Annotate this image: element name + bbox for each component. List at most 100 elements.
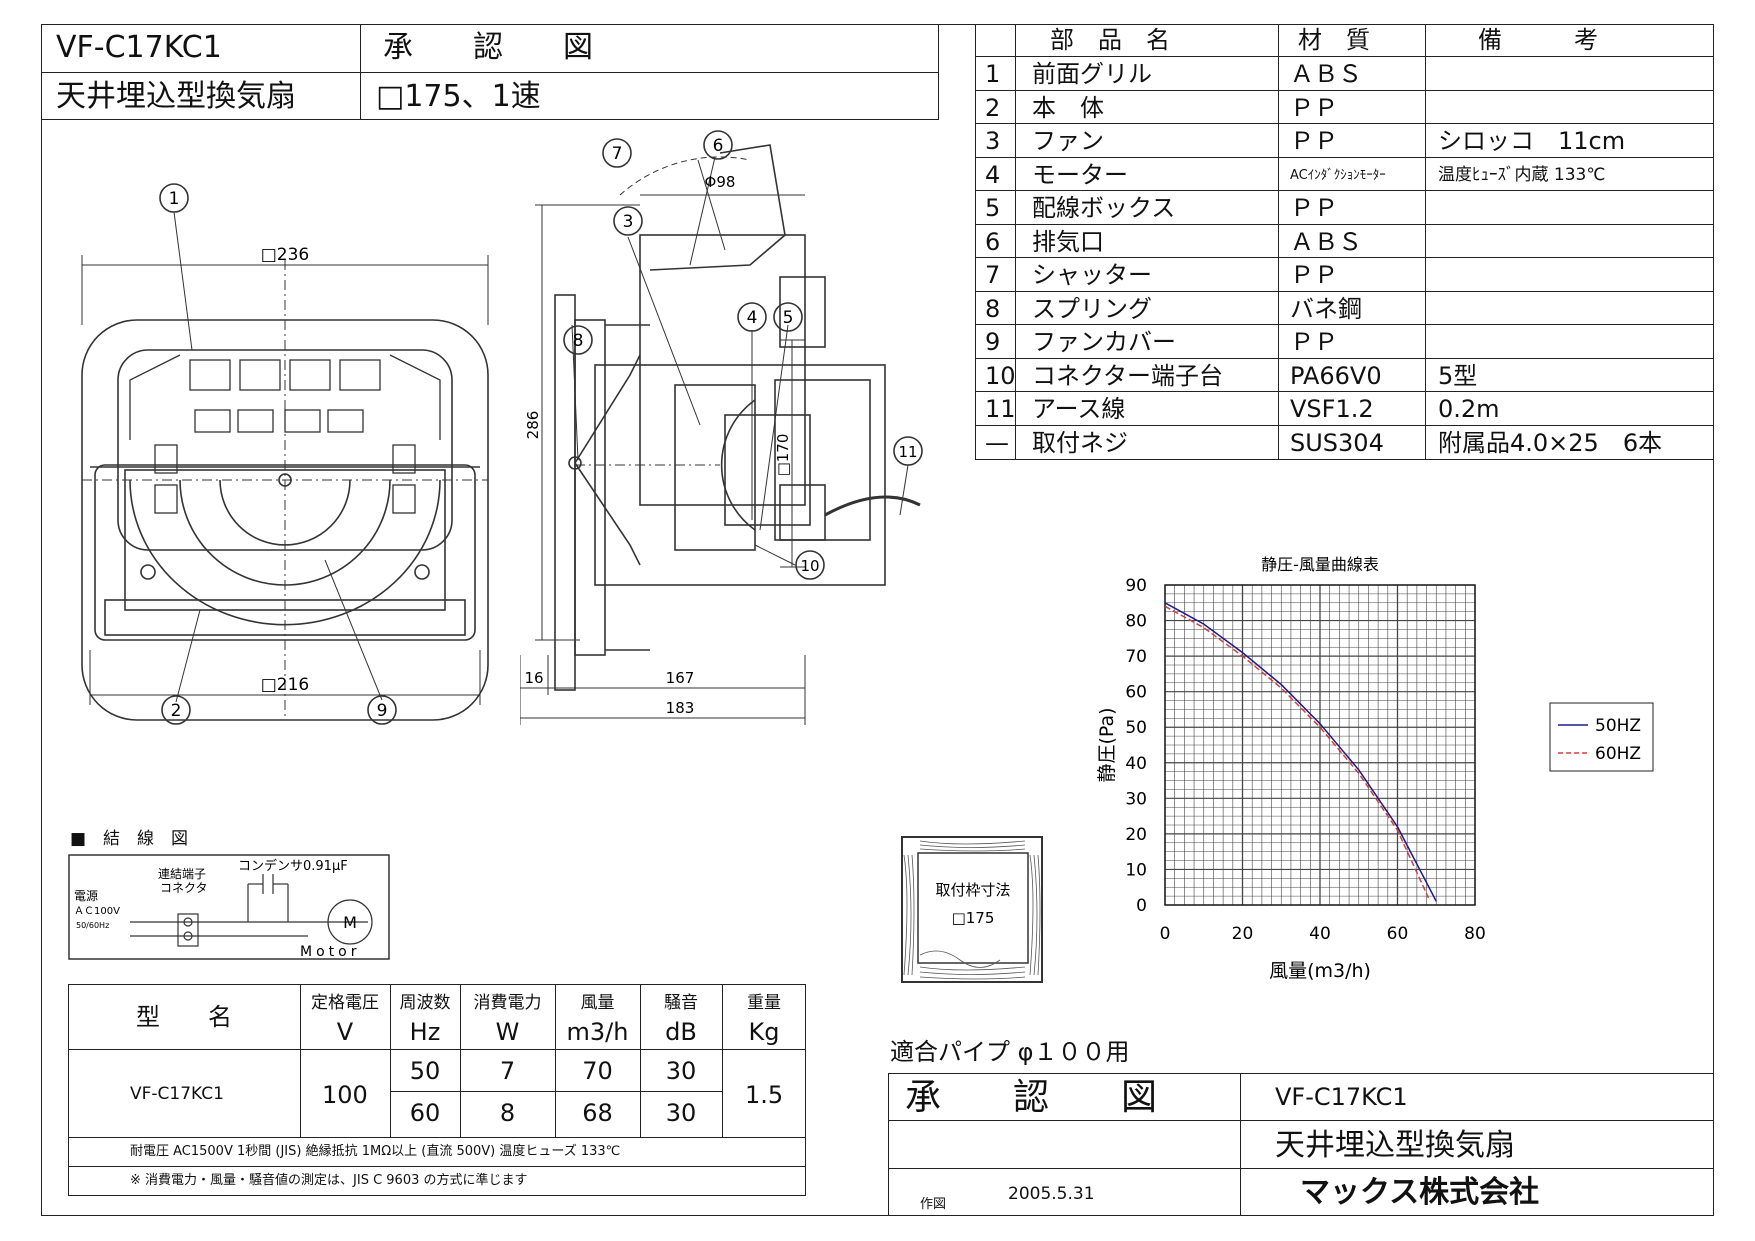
x-tick-label: 40 xyxy=(1309,924,1331,944)
parts-material: ＡＢＳ xyxy=(1290,60,1362,88)
parts-material: PA66V0 xyxy=(1290,361,1382,390)
power-label-2: ＡＣ100V xyxy=(74,906,120,917)
spec-header-unit-1: V xyxy=(336,1018,354,1046)
callout-1: 1 xyxy=(169,189,180,209)
title-product: 天井埋込型換気扇 xyxy=(56,79,296,114)
spec-cell-w: 8 xyxy=(499,1099,516,1127)
mount-frame-label: 取付枠寸法 xyxy=(935,881,1010,899)
y-tick-label: 20 xyxy=(1125,825,1147,845)
callout-7: 7 xyxy=(612,144,623,164)
parts-note: シロッコ 11cm xyxy=(1438,127,1626,155)
plot-area xyxy=(1164,584,1476,906)
x-tick-label: 0 xyxy=(1160,924,1171,944)
front-view-drawing: 1 2 9 □236 □216 xyxy=(81,183,489,725)
power-label-1: 電源 xyxy=(74,889,98,903)
spec-note-2: ※ 消費電力・風量・騒音値の測定は、JIS C 9603 の方式に準じます xyxy=(130,1173,528,1188)
parts-material: VSF1.2 xyxy=(1290,395,1374,423)
parts-name: コネクター端子台 xyxy=(1032,361,1224,390)
callout-9: 9 xyxy=(377,701,388,721)
spec-header-unit-3: W xyxy=(495,1018,520,1046)
footer-product: 天井埋込型換気扇 xyxy=(1275,1128,1515,1163)
y-tick-label: 30 xyxy=(1125,789,1147,809)
callout-11: 11 xyxy=(898,443,917,461)
parts-no: 9 xyxy=(985,328,1001,356)
title-model: VF-C17KC1 xyxy=(56,30,222,65)
legend-box xyxy=(1549,702,1654,772)
parts-no: 11 xyxy=(985,395,1016,423)
dim-170: □170 xyxy=(774,434,792,477)
parts-material: ＡＢＳ xyxy=(1290,227,1362,256)
parts-header-note: 備 考 xyxy=(1478,26,1598,54)
dim-16: 16 xyxy=(524,669,543,687)
dim-216: □216 xyxy=(261,675,310,695)
dim-286: 286 xyxy=(524,411,542,440)
callout-6: 6 xyxy=(713,136,724,156)
series-line-60HZ xyxy=(1164,605,1430,899)
parts-name: シャッター xyxy=(1032,261,1152,289)
wiring-diagram: コンデンサ0.91μF 連結端子 コネクタ 電源 ＡＣ100V 50/60Hz … xyxy=(68,854,390,960)
pipe-label: 適合パイプ φ１００用 xyxy=(890,1038,1130,1066)
spec-header-3: 消費電力 xyxy=(473,993,542,1013)
parts-name: スプリング xyxy=(1032,294,1152,323)
mount-frame-drawing: 取付枠寸法 □175 xyxy=(901,836,1043,983)
series-line-50HZ xyxy=(1164,602,1437,902)
parts-name: 取付ネジ xyxy=(1032,428,1128,457)
y-tick-label: 50 xyxy=(1125,718,1147,738)
y-tick-label: 80 xyxy=(1125,612,1147,632)
spec-cell-hz: 50 xyxy=(409,1057,441,1085)
spec-cell-flow: 68 xyxy=(582,1099,613,1127)
footer-date: 2005.5.31 xyxy=(1008,1184,1095,1204)
parts-no: 8 xyxy=(985,294,1001,323)
spec-cell-db: 30 xyxy=(665,1099,697,1127)
motor-symbol: M xyxy=(343,913,357,932)
footer-model: VF-C17KC1 xyxy=(1275,1083,1408,1111)
dim-167: 167 xyxy=(666,669,695,687)
parts-no: 3 xyxy=(985,127,1001,155)
connector-label-1: 連結端子 xyxy=(158,867,206,881)
callout-3: 3 xyxy=(623,212,634,232)
x-tick-label: 20 xyxy=(1232,924,1254,944)
footer-drawn-label: 作図 xyxy=(920,1197,947,1212)
spec-cell-db: 30 xyxy=(665,1057,697,1085)
callout-4: 4 xyxy=(747,308,758,328)
spec-header-unit-4: m3/h xyxy=(566,1018,629,1046)
spec-voltage: 100 xyxy=(322,1081,368,1109)
connector-label-2: コネクタ xyxy=(160,881,208,895)
legend-label: 60HZ xyxy=(1595,744,1641,764)
capacitor-label: コンデンサ0.91μF xyxy=(238,858,348,874)
parts-material: ＰＰ xyxy=(1290,261,1338,289)
y-tick-label: 0 xyxy=(1136,896,1147,916)
parts-no: 6 xyxy=(985,227,1001,256)
spec-header-4: 風量 xyxy=(580,993,615,1013)
x-tick-label: 60 xyxy=(1387,924,1409,944)
parts-no: 1 xyxy=(985,60,1001,88)
spec-header-1: 定格電圧 xyxy=(311,993,379,1013)
dim-236: □236 xyxy=(261,245,310,265)
spec-header-0: 型 名 xyxy=(136,1003,232,1031)
parts-name: 配線ボックス xyxy=(1032,194,1176,222)
spec-weight: 1.5 xyxy=(745,1081,784,1109)
parts-name: 排気口 xyxy=(1032,227,1104,256)
mount-frame-size: □175 xyxy=(952,909,995,927)
dim-phi98: Φ98 xyxy=(705,173,736,191)
spec-header-2: 周波数 xyxy=(399,993,451,1013)
spec-header-unit-6: Kg xyxy=(748,1018,780,1046)
parts-no: 10 xyxy=(985,361,1016,390)
parts-no: 2 xyxy=(985,93,1001,122)
footer-doc-type: 承 認 図 xyxy=(905,1077,1158,1118)
y-axis-label: 静圧(Pa) xyxy=(1096,707,1118,782)
y-tick-label: 10 xyxy=(1125,860,1147,880)
parts-material: ＰＰ xyxy=(1290,93,1338,122)
x-axis-label: 風量(m3/h) xyxy=(1269,960,1371,982)
title-spec: □175、1速 xyxy=(376,79,541,114)
callout-5: 5 xyxy=(783,308,794,328)
parts-material: ＰＰ xyxy=(1290,127,1338,155)
spec-header-5: 騒音 xyxy=(664,993,698,1013)
parts-name: 前面グリル xyxy=(1032,60,1152,88)
spec-note-1: 耐電圧 AC1500V 1秒間 (JIS) 絶縁抵抗 1MΩ以上 (直流 500… xyxy=(130,1144,621,1159)
parts-no: — xyxy=(985,428,1009,457)
parts-no: 5 xyxy=(985,194,1001,222)
parts-material: バネ鋼 xyxy=(1290,294,1362,323)
spec-header-unit-5: dB xyxy=(665,1018,697,1046)
